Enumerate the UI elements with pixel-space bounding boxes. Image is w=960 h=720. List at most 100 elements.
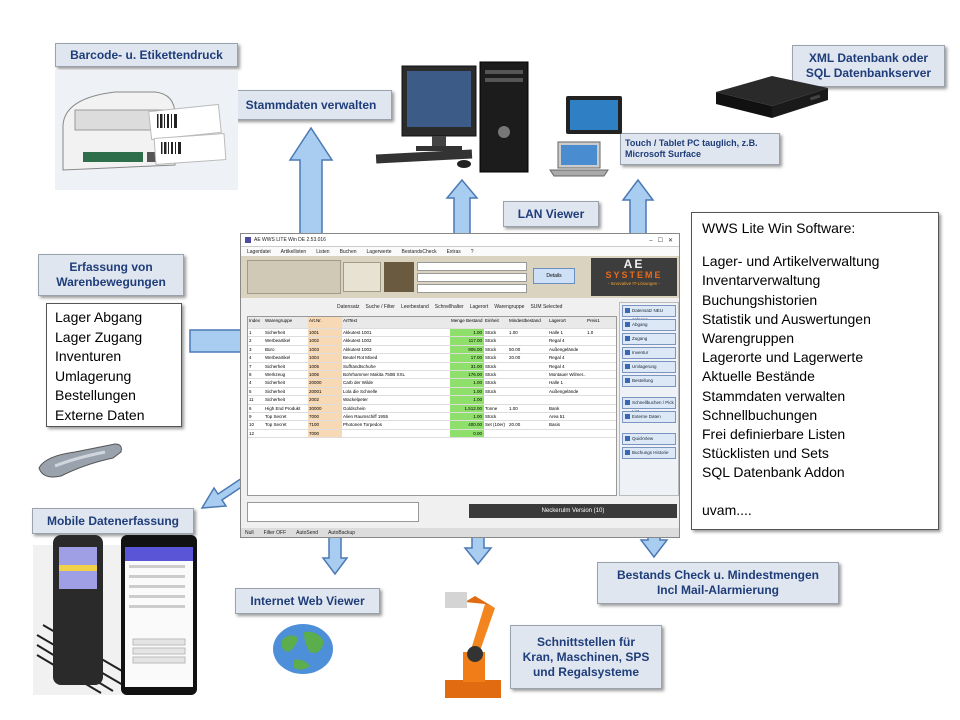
movement-item: Lager Abgang: [55, 309, 143, 325]
menu-item[interactable]: Artikellisten: [280, 248, 307, 255]
mobile-devices-icon: [33, 535, 197, 695]
table-cell: 11: [249, 397, 254, 403]
table-cell: Werbeartikel: [265, 355, 291, 361]
movement-item: Lager Zugang: [55, 328, 143, 345]
window-controls[interactable]: – ☐ ✕: [649, 237, 673, 244]
feature-item: Statistik und Auswertungen: [702, 310, 871, 327]
table-cell: 1.00: [450, 379, 484, 387]
label-mobile-text: Mobile Datenerfassung: [46, 513, 180, 528]
table-cell: 7000: [308, 429, 342, 438]
side-button[interactable]: Inventur: [622, 347, 676, 359]
toolbar-item[interactable]: Warengruppe: [494, 303, 525, 310]
table-cell: 2002: [308, 396, 342, 404]
table-cell: [586, 396, 614, 403]
table-cell: Regal 4: [549, 355, 565, 361]
toolbar-item[interactable]: Suche / Filter: [365, 303, 395, 310]
side-button[interactable]: Datensatz NEU anlegen: [622, 305, 676, 322]
label-barcode: Barcode- u. Etikettendruck: [55, 43, 238, 67]
table-cell: 17.00: [450, 354, 484, 362]
app-window: AE WWS LITE Win DE 2.53.016 – ☐ ✕ Lagerd…: [240, 233, 680, 538]
barcode-scanner-icon: [38, 443, 122, 478]
table-cell: 400.00: [450, 421, 484, 429]
toolbar-item[interactable]: SUM Selected: [530, 303, 563, 310]
filter-panel: [343, 262, 381, 292]
menu-item[interactable]: Extras: [446, 248, 461, 255]
feature-item: Schnellbuchungen: [702, 406, 818, 423]
label-lan: LAN Viewer: [503, 201, 599, 227]
logo-tagline: - Innovative IT-Lösungen -: [607, 281, 661, 286]
table-cell: [586, 371, 614, 378]
label-schnitt: Schnittstellen für Kran, Maschinen, SPS …: [510, 625, 662, 689]
tablet-icon: [566, 96, 622, 134]
status-item: Null: [245, 529, 254, 536]
menu-item[interactable]: Lagerwerte: [366, 248, 392, 255]
table-cell: [264, 430, 308, 437]
menu-item[interactable]: Listen: [316, 248, 330, 255]
table-cell: [586, 405, 614, 412]
table-cell: Akkutest 1003: [343, 346, 372, 352]
toolbar-item[interactable]: Schnellhalter: [434, 303, 464, 310]
table-cell: 10: [249, 422, 255, 428]
side-button[interactable]: Umlagerung: [622, 361, 676, 373]
label-mobile: Mobile Datenerfassung: [32, 508, 194, 534]
app-icon: [245, 237, 251, 243]
server-icon: [716, 76, 828, 118]
side-button[interactable]: QuickView: [622, 433, 676, 445]
table-cell: 20000: [308, 379, 342, 387]
toolbar-item[interactable]: Lagerort: [469, 303, 489, 310]
label-xml: XML Datenbank oder SQL Datenbankserver: [792, 45, 945, 87]
label-erfassung-text: Erfassung von Warenbewegungen: [56, 260, 166, 289]
side-button[interactable]: Bestellung: [622, 375, 676, 387]
grid-col-header: Lagerort: [549, 318, 566, 323]
table-cell: 6: [249, 405, 252, 411]
label-xml-text: XML Datenbank oder SQL Datenbankserver: [805, 51, 932, 80]
table-cell: Sicherheit: [265, 388, 286, 394]
toolbar-item[interactable]: Datensatz: [337, 303, 360, 310]
side-button[interactable]: Zugang: [622, 333, 676, 345]
app-titlebar: AE WWS LITE Win DE 2.53.016 – ☐ ✕: [241, 234, 679, 247]
toolbar-item[interactable]: Leerbestand: [400, 303, 429, 310]
table-cell: [508, 430, 548, 437]
side-button[interactable]: Abgang: [622, 319, 676, 331]
menu-item[interactable]: Buchen: [339, 248, 357, 255]
laptop-icon: [549, 141, 609, 177]
table-cell: Goldschein: [343, 405, 366, 411]
table-cell: 4: [249, 380, 252, 386]
menu-item[interactable]: ?: [470, 248, 474, 255]
table-cell: Suffrandtschuhe: [343, 363, 376, 369]
table-cell: 9: [249, 413, 252, 419]
table-cell: 1,512.00: [450, 404, 484, 412]
table-cell: Werbeartikel: [265, 338, 291, 344]
side-button[interactable]: Schnellbuchen / Pick List: [622, 397, 676, 414]
side-button[interactable]: Externe Daten: [622, 411, 676, 423]
feature-item: Aktuelle Bestände: [702, 368, 815, 385]
grid-col-header: Index: [249, 318, 261, 323]
table-cell: 1003: [308, 345, 342, 354]
table-cell: Sicherheit: [265, 363, 286, 369]
side-button[interactable]: Buchungs Historie: [622, 447, 676, 459]
table-cell: Stück: [485, 388, 497, 394]
details-label: Details: [546, 273, 562, 279]
app-toolbar: Datensatz Suche / Filter Leerbestand Sch…: [247, 302, 615, 311]
table-cell: 20.00: [509, 355, 521, 361]
menu-item[interactable]: Lagerdatei: [247, 248, 271, 255]
feature-item: Inventarverwaltung: [702, 272, 821, 289]
table-cell: 4: [249, 355, 252, 361]
table-cell: [548, 396, 586, 403]
menu-item[interactable]: BestandsCheck: [401, 248, 437, 255]
details-button[interactable]: Details: [533, 268, 575, 284]
feature-item: Warengruppen: [702, 330, 795, 347]
